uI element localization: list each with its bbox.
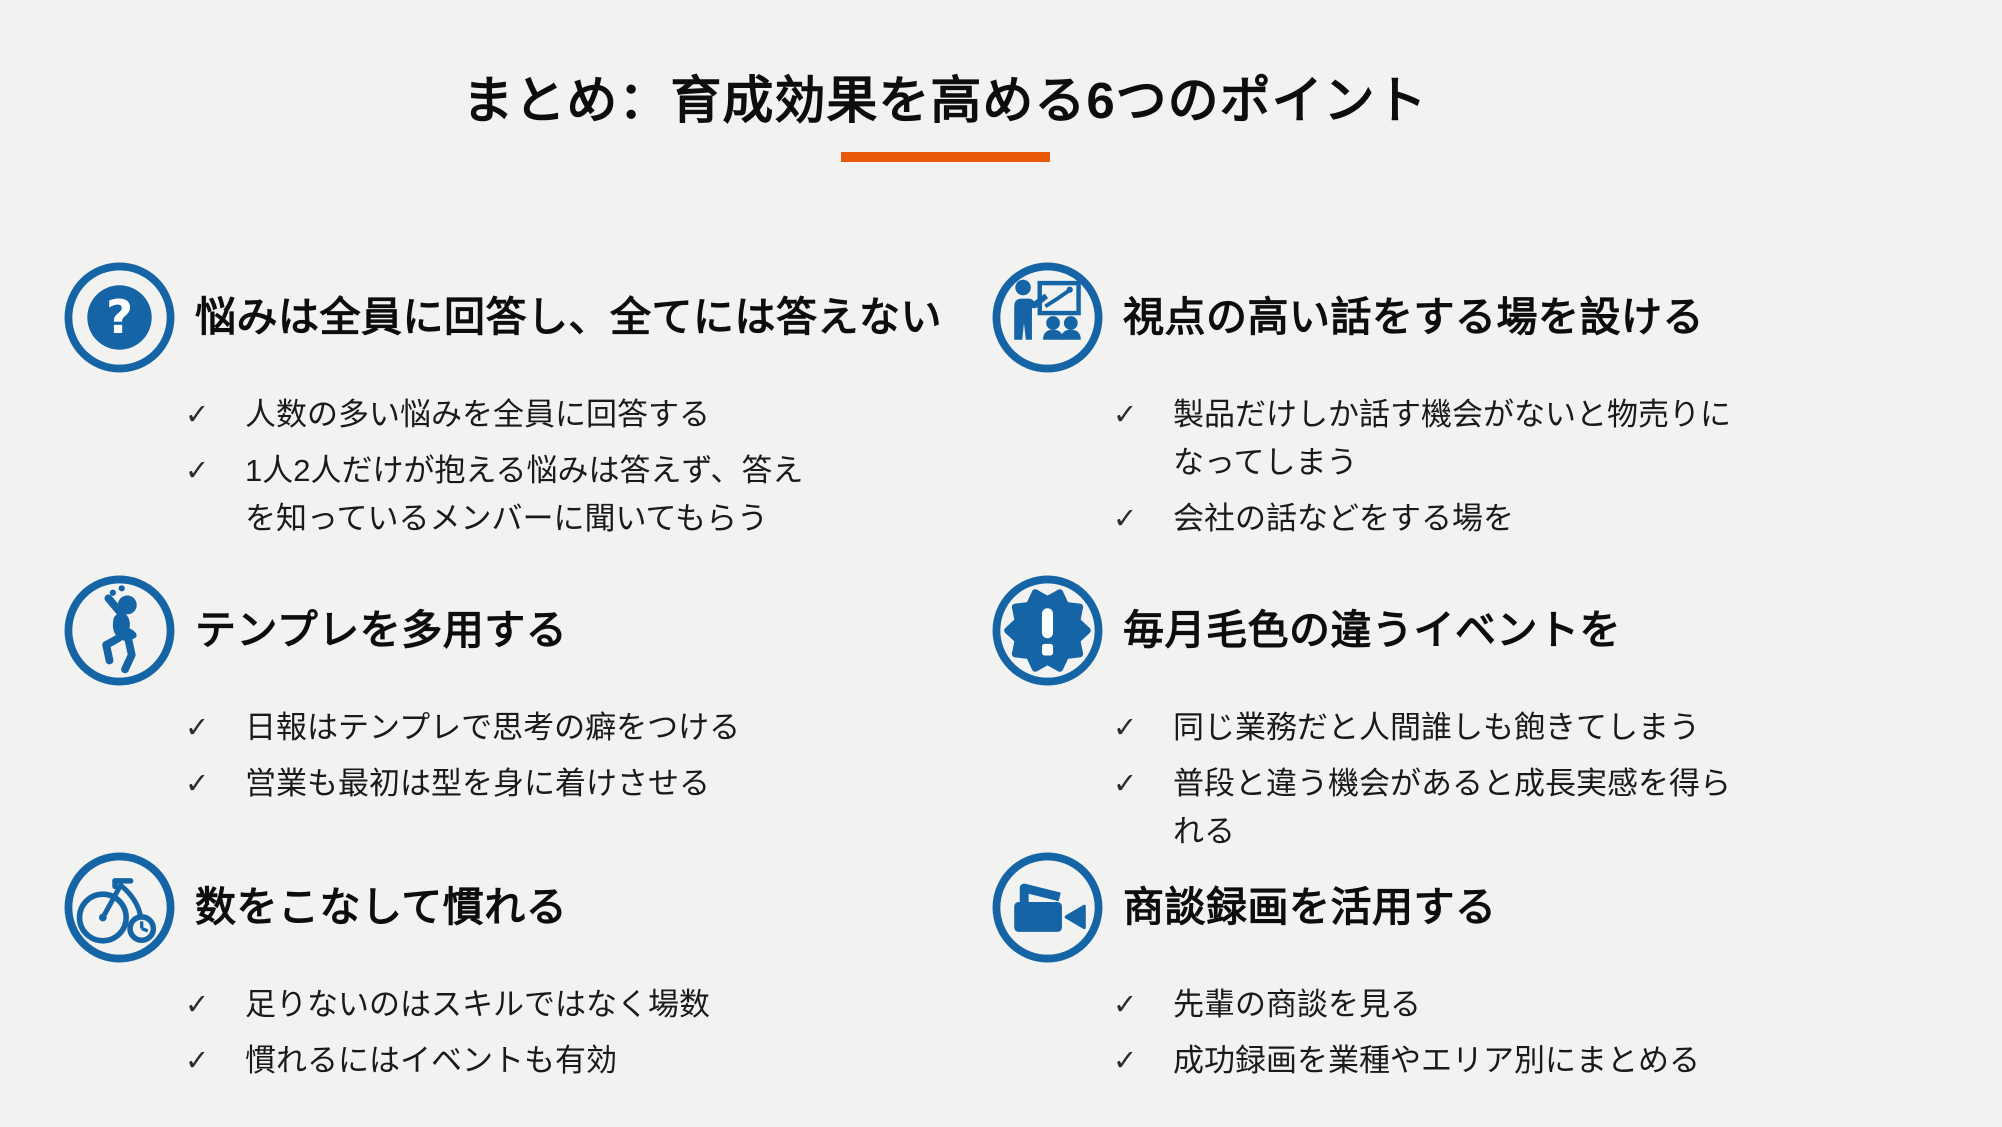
bullet-list: ✓ 日報はテンプレで思考の癖をつける ✓ 営業も最初は型を身に着けさせる	[185, 704, 952, 808]
check-icon: ✓	[1113, 399, 1138, 432]
bullet-text: 人数の多い悩みを全員に回答する	[245, 397, 710, 433]
check-icon: ✓	[185, 768, 210, 801]
section-monthly-events: 毎月毛色の違うイベントを ✓ 同じ業務だと人間誰しも飽きてしまう ✓ 普段と違う…	[992, 575, 1880, 856]
section-header: 数をこなして慣れる	[64, 852, 952, 963]
bullet-list: ✓ 製品だけしか話す機会がないと物売りに なってしまう ✓ 会社の話などをする場…	[1113, 391, 1880, 543]
bullet-list: ✓ 人数の多い悩みを全員に回答する ✓ 1人2人だけが抱える悩みは答えず、答え …	[185, 391, 952, 543]
section-high-level-talks: 視点の高い話をする場を設ける ✓ 製品だけしか話す機会がないと物売りに なってし…	[992, 262, 1880, 543]
section-header: ? 悩みは全員に回答し、全てには答えない	[64, 262, 952, 373]
bullet-text: 1人2人だけが抱える悩みは答えず、答え を知っているメンバーに聞いてもらう	[245, 453, 804, 537]
list-item: ✓ 足りないのはスキルではなく場数	[185, 981, 952, 1029]
section-header: テンプレを多用する	[64, 575, 952, 686]
bicycle-icon	[64, 852, 175, 963]
check-icon: ✓	[185, 455, 210, 488]
badge-icon	[992, 575, 1103, 686]
section-header: 視点の高い話をする場を設ける	[992, 262, 1880, 373]
bullet-text: 製品だけしか話す機会がないと物売りに なってしまう	[1173, 397, 1731, 481]
bullet-text: 同じ業務だと人間誰しも飽きてしまう	[1173, 710, 1700, 746]
svg-text:?: ?	[106, 290, 133, 344]
section-use-templates: テンプレを多用する ✓ 日報はテンプレで思考の癖をつける ✓ 営業も最初は型を身…	[64, 575, 952, 808]
check-icon: ✓	[1113, 1045, 1138, 1078]
list-item: ✓ 1人2人だけが抱える悩みは答えず、答え を知っているメンバーに聞いてもらう	[185, 447, 952, 543]
presentation-icon	[992, 262, 1103, 373]
list-item: ✓ 会社の話などをする場を	[1113, 495, 1880, 543]
title-underline-bar	[840, 152, 1050, 163]
check-icon: ✓	[1113, 503, 1138, 536]
section-title: 毎月毛色の違うイベントを	[1123, 607, 1621, 654]
check-icon: ✓	[185, 1045, 210, 1078]
section-practice-reps: 数をこなして慣れる ✓ 足りないのはスキルではなく場数 ✓ 慣れるにはイベントも…	[64, 852, 952, 1085]
section-answer-everyone: ? 悩みは全員に回答し、全てには答えない ✓ 人数の多い悩みを全員に回答する ✓…	[64, 262, 952, 543]
bullet-text: 慣れるにはイベントも有効	[245, 1043, 617, 1079]
check-icon: ✓	[1113, 712, 1138, 745]
section-title: 視点の高い話をする場を設ける	[1123, 294, 1704, 341]
slide-header: まとめ：育成効果を高める6つのポイント	[0, 68, 2002, 163]
list-item: ✓ 日報はテンプレで思考の癖をつける	[185, 704, 952, 752]
list-item: ✓ 成功録画を業種やエリア別にまとめる	[1113, 1037, 1880, 1085]
bullet-list: ✓ 同じ業務だと人間誰しも飽きてしまう ✓ 普段と違う機会があると成長実感を得ら…	[1113, 704, 1880, 856]
section-title: 数をこなして慣れる	[195, 884, 568, 931]
question-icon: ?	[64, 262, 175, 373]
bullet-text: 先輩の商談を見る	[1173, 987, 1421, 1023]
list-item: ✓ 人数の多い悩みを全員に回答する	[185, 391, 952, 439]
list-item: ✓ 同じ業務だと人間誰しも飽きてしまう	[1113, 704, 1880, 752]
section-title: 悩みは全員に回答し、全てには答えない	[195, 294, 942, 341]
check-icon: ✓	[185, 712, 210, 745]
section-recorded-meetings: 商談録画を活用する ✓ 先輩の商談を見る ✓ 成功録画を業種やエリア別にまとめる	[992, 852, 1880, 1085]
section-header: 毎月毛色の違うイベントを	[992, 575, 1880, 686]
check-icon: ✓	[185, 989, 210, 1022]
bullet-list: ✓ 先輩の商談を見る ✓ 成功録画を業種やエリア別にまとめる	[1113, 981, 1880, 1085]
bullet-text: 普段と違う機会があると成長実感を得ら れる	[1173, 766, 1731, 850]
section-header: 商談録画を活用する	[992, 852, 1880, 963]
section-title: テンプレを多用する	[195, 607, 568, 654]
list-item: ✓ 普段と違う機会があると成長実感を得ら れる	[1113, 760, 1880, 856]
bullet-text: 日報はテンプレで思考の癖をつける	[245, 710, 741, 746]
points-grid: ? 悩みは全員に回答し、全てには答えない ✓ 人数の多い悩みを全員に回答する ✓…	[0, 262, 2002, 1085]
check-icon: ✓	[185, 399, 210, 432]
dancer-icon	[64, 575, 175, 686]
bullet-text: 営業も最初は型を身に着けさせる	[245, 766, 710, 802]
bullet-text: 会社の話などをする場を	[1173, 501, 1514, 537]
list-item: ✓ 製品だけしか話す機会がないと物売りに なってしまう	[1113, 391, 1880, 487]
list-item: ✓ 営業も最初は型を身に着けさせる	[185, 760, 952, 808]
check-icon: ✓	[1113, 768, 1138, 801]
list-item: ✓ 慣れるにはイベントも有効	[185, 1037, 952, 1085]
bullet-text: 成功録画を業種やエリア別にまとめる	[1173, 1043, 1700, 1079]
bullet-list: ✓ 足りないのはスキルではなく場数 ✓ 慣れるにはイベントも有効	[185, 981, 952, 1085]
section-title: 商談録画を活用する	[1123, 884, 1497, 931]
check-icon: ✓	[1113, 989, 1138, 1022]
list-item: ✓ 先輩の商談を見る	[1113, 981, 1880, 1029]
bullet-text: 足りないのはスキルではなく場数	[245, 987, 710, 1023]
page-title: まとめ：育成効果を高める6つのポイント	[462, 72, 1428, 129]
camcorder-icon	[992, 852, 1103, 963]
